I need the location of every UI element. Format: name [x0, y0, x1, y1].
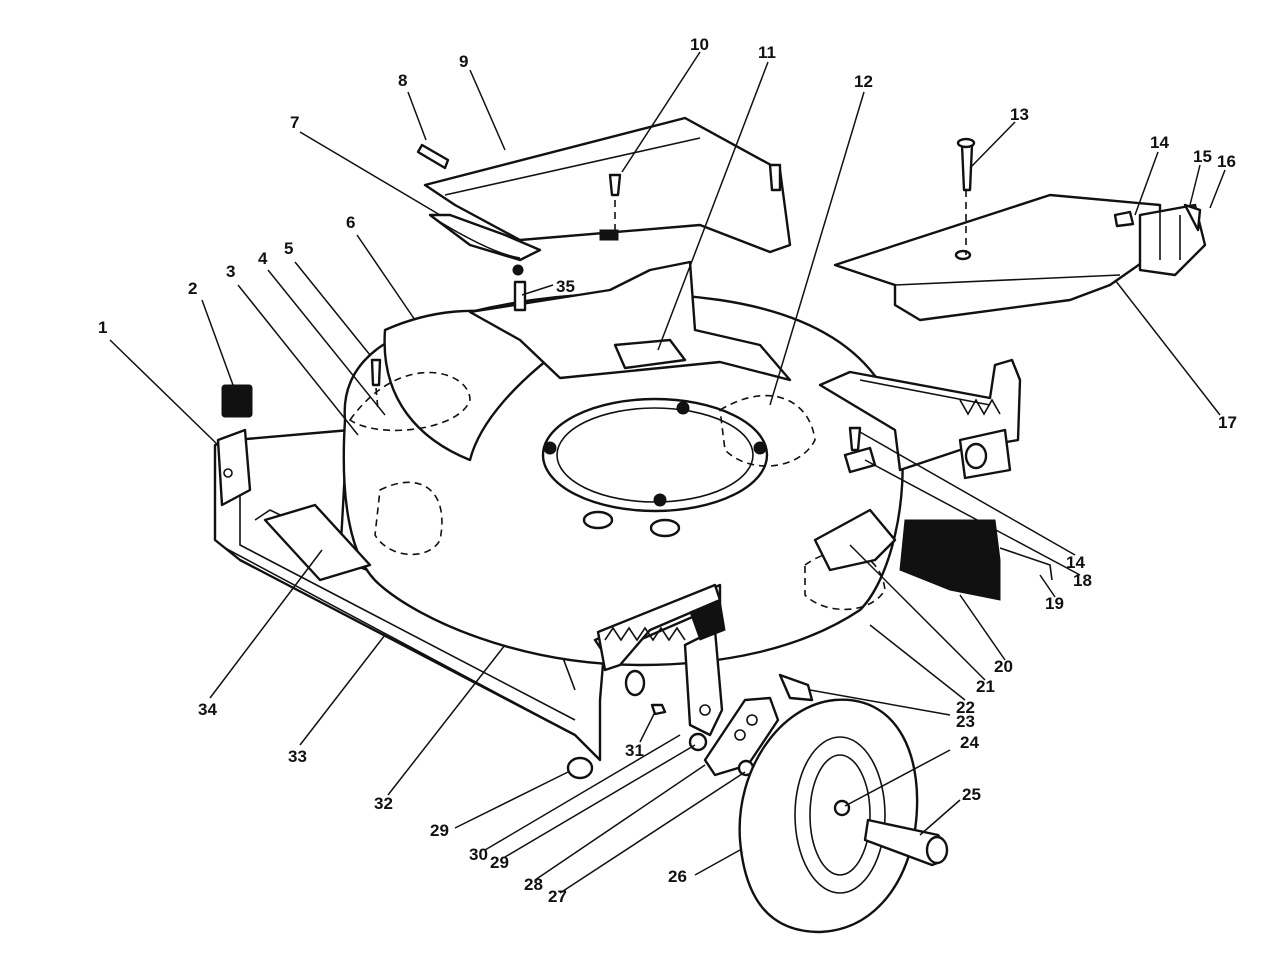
callout-29-left: 29 — [430, 821, 449, 840]
callout-31: 31 — [625, 741, 644, 760]
deck-deflector — [813, 508, 897, 572]
callout-29-right: 29 — [490, 853, 509, 872]
baffle-plate — [899, 519, 1001, 601]
rear-baffle — [899, 519, 1053, 601]
callout-12: 12 — [854, 72, 873, 91]
callout-19: 19 — [1045, 594, 1064, 613]
callout-5: 5 — [284, 239, 293, 258]
callout-17: 17 — [1218, 413, 1237, 432]
callout-2: 2 — [188, 279, 197, 298]
callout-11: 11 — [758, 43, 776, 62]
callout-14-lower: 14 — [1066, 553, 1085, 572]
callout-8: 8 — [398, 71, 407, 90]
callout-25: 25 — [962, 785, 981, 804]
callout-9: 9 — [459, 52, 468, 71]
discharge-chute-cover — [833, 193, 1207, 322]
hardware — [370, 137, 1202, 716]
callout-13: 13 — [1010, 105, 1029, 124]
callout-27: 27 — [548, 887, 567, 906]
wheel-bracket — [703, 696, 780, 777]
rear-door — [423, 116, 792, 254]
callout-3: 3 — [226, 262, 235, 281]
callout-4: 4 — [258, 249, 268, 268]
callout-labels: 1 2 3 4 5 6 7 8 9 10 11 12 13 14 15 16 1… — [98, 35, 1237, 906]
height-adjuster-left — [216, 384, 253, 507]
callout-28: 28 — [524, 875, 543, 894]
callout-16: 16 — [1217, 152, 1236, 171]
rear-door-assembly — [423, 116, 792, 276]
engine-mount-ring — [541, 397, 769, 513]
callout-20: 20 — [994, 657, 1013, 676]
callout-1: 1 — [98, 318, 107, 337]
callout-leaders — [109, 51, 1226, 894]
callout-21: 21 — [976, 677, 995, 696]
callout-35: 35 — [556, 277, 575, 296]
callout-33: 33 — [288, 747, 307, 766]
callout-34: 34 — [198, 700, 217, 719]
callout-32: 32 — [374, 794, 393, 813]
callout-23: 23 — [956, 712, 975, 731]
rear-door-hinge-rod — [428, 213, 542, 262]
deck-housing — [213, 260, 1022, 762]
callout-22: 22 — [956, 698, 975, 717]
callout-15: 15 — [1193, 147, 1212, 166]
decal-plate — [263, 503, 372, 582]
callout-26: 26 — [668, 867, 687, 886]
callout-30: 30 — [469, 845, 488, 864]
deck-top-bulge — [383, 309, 562, 462]
callout-10: 10 — [690, 35, 709, 54]
height-adjuster-front — [683, 599, 726, 737]
callout-24: 24 — [960, 733, 979, 752]
callout-7: 7 — [290, 113, 299, 132]
discharge-opening — [613, 338, 687, 370]
chute-cover — [833, 193, 1162, 322]
wheel-assembly — [566, 673, 949, 934]
callout-6: 6 — [346, 213, 355, 232]
callout-18: 18 — [1073, 571, 1092, 590]
wheel — [738, 698, 919, 934]
callout-14-upper: 14 — [1150, 133, 1169, 152]
deck-rear-hood — [468, 260, 792, 382]
